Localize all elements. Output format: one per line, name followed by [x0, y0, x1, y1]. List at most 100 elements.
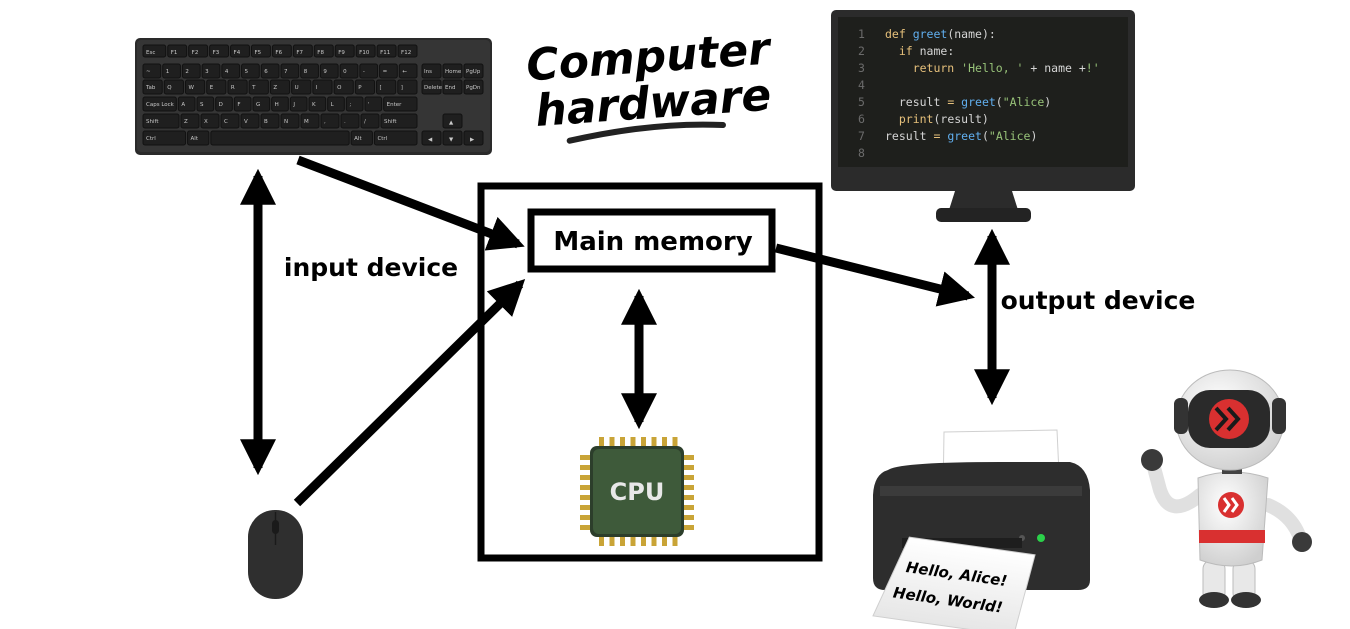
cpu-pin [662, 536, 667, 546]
keyboard-key [354, 79, 376, 95]
keyboard-key-label: Shift [384, 119, 397, 125]
code-line-number: 6 [858, 112, 865, 126]
keyboard-key-label: 0 [343, 69, 347, 75]
keyboard-key-label: F10 [359, 50, 370, 56]
keyboard-key [421, 63, 442, 79]
keyboard-key-label: F5 [254, 50, 261, 56]
keyboard-key [360, 113, 380, 129]
keyboard-key-label: ▲ [449, 120, 454, 126]
keyboard-key [300, 113, 320, 129]
code-line-number: 1 [858, 27, 865, 41]
keyboard-key [376, 79, 397, 95]
keyboard-key-label: J [292, 102, 295, 108]
keyboard-key [196, 96, 215, 112]
code-line-number: 8 [858, 146, 865, 160]
keyboard-key-label: F3 [213, 50, 220, 56]
keyboard-key [312, 79, 333, 95]
code-line-number: 5 [858, 95, 865, 109]
main-memory-box [527, 208, 776, 273]
keyboard-key [252, 96, 271, 112]
cpu-pin [630, 536, 636, 546]
keyboard-key [142, 63, 162, 79]
cpu-pin [641, 437, 646, 447]
cpu-pin [684, 525, 694, 530]
memory-to-output-arrow [774, 243, 975, 307]
cpu-pin [580, 475, 590, 480]
keyboard-key-label: F4 [234, 50, 241, 56]
input-device-label: input device [284, 253, 458, 282]
mouse-to-memory-arrow [293, 278, 526, 507]
keyboard-key [308, 96, 327, 112]
keyboard-key-label: L [331, 102, 335, 108]
output-device-label: output device [1001, 286, 1196, 315]
cpu-pin [599, 536, 604, 546]
keyboard-key [333, 79, 354, 95]
keyboard-key [271, 96, 289, 112]
keyboard-key-label: D [219, 102, 223, 108]
mouse-image [248, 510, 303, 599]
cpu-pin [580, 465, 590, 470]
keyboard-key [327, 96, 345, 112]
keyboard-key-label: Home [445, 69, 462, 75]
keyboard-key [187, 130, 210, 146]
cpu-pin [672, 437, 678, 447]
keyboard-key-label: S [200, 102, 204, 108]
keyboard-key [280, 63, 300, 79]
keyboard-key [241, 63, 260, 79]
keyboard-key-label: B [264, 119, 268, 125]
keyboard-key [163, 79, 184, 95]
keyboard-key-label: F2 [192, 50, 199, 56]
keyboard-key-label: W [188, 85, 194, 91]
keyboard-key [221, 63, 241, 79]
keyboard-key [292, 44, 313, 58]
keyboard-key-label: R [231, 85, 235, 91]
keyboard-key [442, 130, 463, 146]
code-line-number: 4 [858, 78, 865, 92]
keyboard-key [142, 96, 177, 112]
keyboard-key [376, 44, 397, 58]
keyboard-key [421, 130, 442, 146]
cpu-pin [651, 437, 657, 447]
keyboard-key-label: F8 [317, 50, 324, 56]
keyboard-key-label: , [324, 119, 326, 125]
keyboard-key-label: [ [380, 85, 382, 91]
keyboard-key [364, 96, 383, 112]
keyboard-key-label: 6 [264, 69, 268, 75]
keyboard-key [210, 130, 350, 146]
printer-status-light [1037, 534, 1045, 542]
keyboard-key [421, 79, 442, 95]
keyboard-key-label: Ins [424, 69, 432, 75]
keyboard-key-label: 7 [284, 69, 288, 75]
keyboard-key [177, 96, 196, 112]
keyboard-key-label: F1 [171, 50, 178, 56]
keyboard-key [300, 63, 319, 79]
keyboard-key-label: Alt [354, 136, 362, 142]
keyboard-key [181, 63, 201, 79]
keyboard-key [248, 79, 269, 95]
keyboard-key-label: F12 [401, 50, 411, 56]
cpu-pin [620, 437, 625, 447]
cpu-pin [609, 536, 615, 546]
keyboard-key-label: U [295, 85, 299, 91]
keyboard-key-label: K [312, 102, 316, 108]
keyboard-key-label: Z [184, 119, 188, 125]
cpu-label: CPU [610, 478, 665, 506]
keyboard-key-label: C [224, 119, 228, 125]
keyboard-key-label: Z [273, 85, 277, 91]
keyboard-key-label: PgDn [466, 85, 481, 91]
keyboard-key-label: Ctrl [377, 136, 387, 142]
keyboard-key-label: V [244, 119, 248, 125]
code-line: result = greet("Alice) [885, 129, 1037, 143]
keyboard-key [240, 113, 260, 129]
keyboard-key [142, 113, 180, 129]
keyboard-key [442, 63, 463, 79]
keyboard-key-label: = [383, 69, 388, 75]
keyboard-key [291, 79, 312, 95]
cpu-pin [580, 505, 590, 510]
keyboard-key [271, 44, 292, 58]
keyboard-key-label: F11 [380, 50, 390, 56]
keyboard-key [215, 96, 233, 112]
keyboard-key-label: Caps Lock [146, 102, 175, 108]
keyboard-key [250, 44, 271, 58]
keyboard-key-label: / [364, 119, 366, 125]
